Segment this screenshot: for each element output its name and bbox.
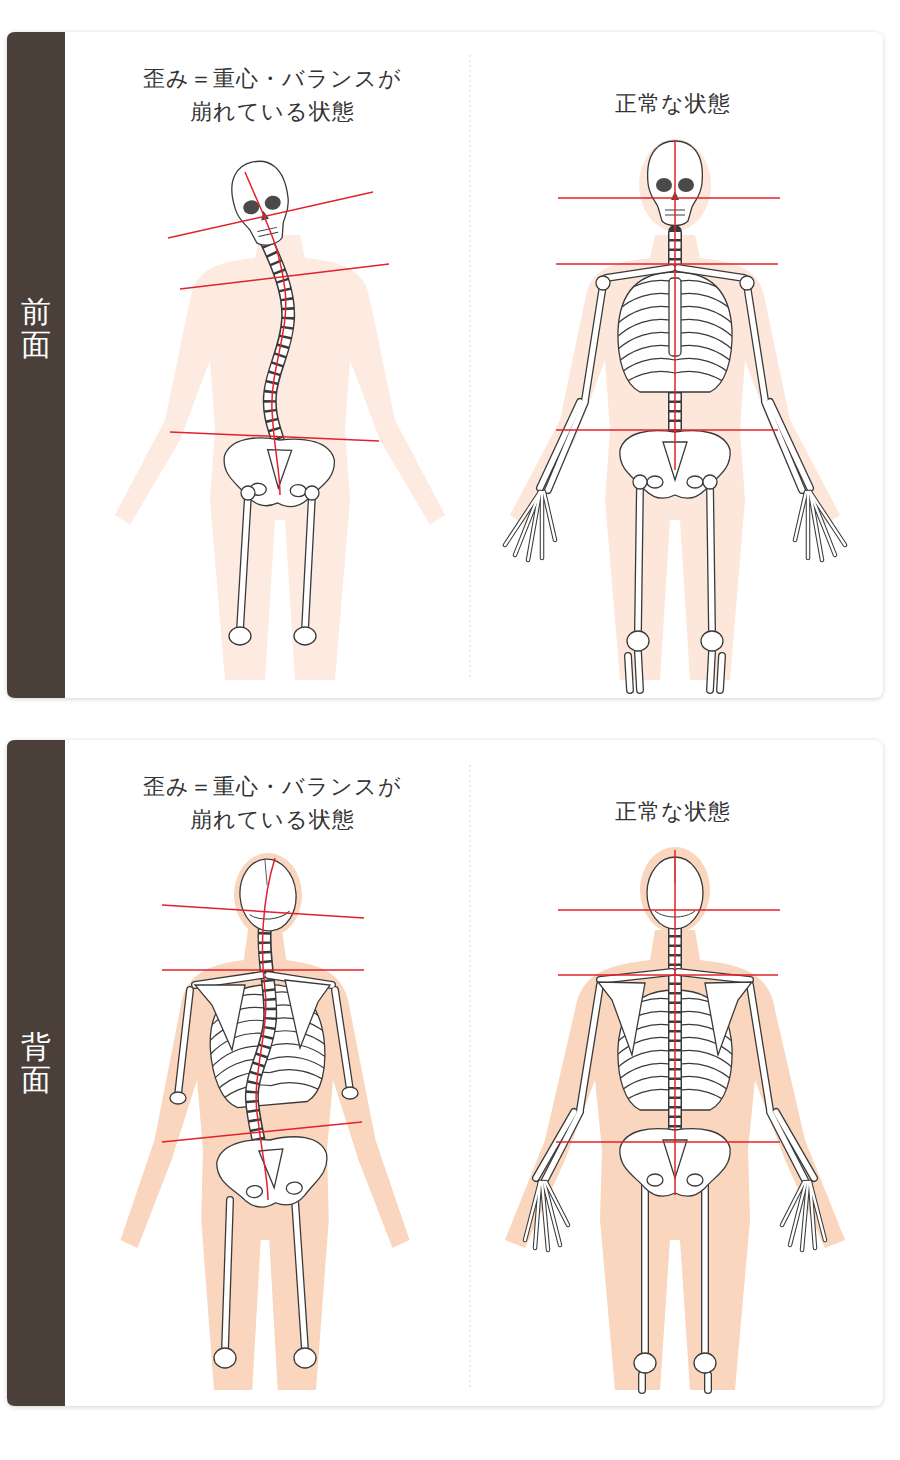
front-distorted [115, 156, 445, 680]
divider [470, 55, 471, 680]
column-title: 歪み＝重心・バランスが 崩れている状態 [92, 770, 452, 836]
column-title: 歪み＝重心・バランスが 崩れている状態 [92, 62, 452, 128]
panel-card: 前面 歪み＝重心・バランスが 崩れている状態 正常な状態 [7, 32, 883, 698]
side-label: 背面 [21, 1030, 51, 1096]
side-band [7, 32, 65, 698]
front-normal [505, 139, 845, 690]
side-label: 前面 [21, 295, 51, 361]
divider [470, 765, 471, 1390]
column-title: 正常な状態 [573, 87, 773, 120]
card-fill [7, 740, 883, 1406]
side-band [7, 740, 65, 1406]
back-distorted [121, 853, 410, 1390]
back-normal [505, 847, 845, 1390]
column-title: 正常な状態 [573, 795, 773, 828]
card-fill [7, 32, 883, 698]
panel-card: 背面 歪み＝重心・バランスが 崩れている状態 正常な状態 [7, 740, 883, 1406]
